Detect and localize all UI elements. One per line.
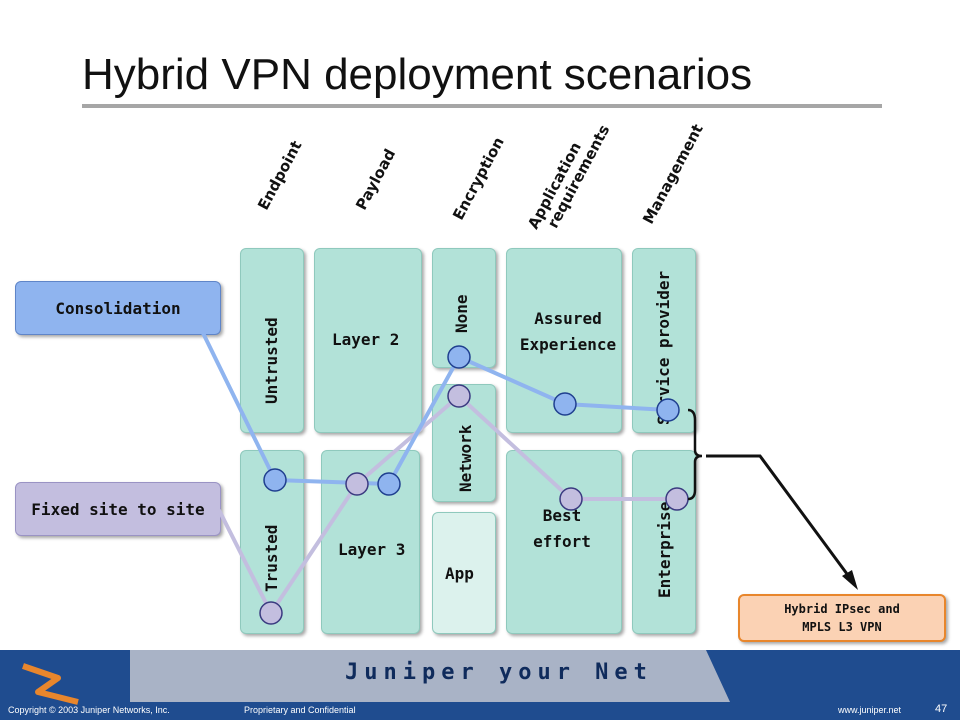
cons-node-assured bbox=[553, 392, 577, 416]
box-enterprise bbox=[632, 450, 696, 634]
label-best-line2: effort bbox=[533, 532, 591, 551]
fixed-node-layer3 bbox=[345, 472, 369, 496]
result-hybrid-vpn: Hybrid IPsec and MPLS L3 VPN bbox=[738, 594, 946, 642]
result-arrow-line bbox=[706, 454, 852, 579]
cons-node-layer3 bbox=[377, 472, 401, 496]
label-layer3: Layer 3 bbox=[338, 540, 406, 559]
box-app bbox=[432, 512, 496, 634]
footer-bar: Juniper your Net bbox=[0, 650, 960, 720]
title-rule bbox=[82, 104, 882, 108]
footer-brand: Juniper your Net bbox=[345, 660, 653, 685]
box-service-provider bbox=[632, 248, 696, 433]
label-assured-line2: Experience bbox=[519, 335, 617, 354]
fixed-node-network bbox=[447, 384, 471, 408]
cons-node-service-provider bbox=[656, 398, 680, 422]
management-brace bbox=[687, 408, 703, 501]
result-arrowhead bbox=[842, 570, 858, 590]
scenario-fixed-site: Fixed site to site bbox=[15, 482, 221, 536]
result-line2: MPLS L3 VPN bbox=[802, 620, 882, 634]
label-assured-line1: Assured bbox=[534, 309, 602, 328]
fixed-node-enterprise bbox=[665, 487, 689, 511]
juniper-swoosh-icon bbox=[22, 663, 79, 705]
footer-proprietary: Proprietary and Confidential bbox=[244, 705, 356, 715]
result-line1: Hybrid IPsec and bbox=[784, 602, 900, 616]
fixed-site-path bbox=[217, 394, 677, 615]
footer-url: www.juniper.net bbox=[838, 705, 902, 715]
scenario-consolidation: Consolidation bbox=[15, 281, 221, 335]
label-best-effort: Best effort bbox=[506, 503, 618, 555]
label-assured-experience: Assured Experience bbox=[510, 306, 626, 358]
fixed-node-best-effort bbox=[559, 487, 583, 511]
footer-band bbox=[130, 650, 730, 702]
page-number: 47 bbox=[935, 703, 948, 715]
consolidation-path bbox=[201, 332, 669, 486]
label-layer2: Layer 2 bbox=[332, 330, 400, 349]
fixed-node-trusted bbox=[259, 601, 283, 625]
slide-title: Hybrid VPN deployment scenarios bbox=[82, 50, 753, 99]
box-untrusted bbox=[240, 248, 304, 433]
box-best-effort bbox=[506, 450, 622, 634]
cons-node-none bbox=[447, 345, 471, 369]
box-layer2 bbox=[314, 248, 422, 433]
label-best-line1: Best bbox=[542, 506, 582, 525]
cons-node-trusted bbox=[263, 468, 287, 492]
footer-copyright: Copyright © 2003 Juniper Networks, Inc. bbox=[8, 705, 170, 715]
label-app: App bbox=[445, 564, 474, 583]
